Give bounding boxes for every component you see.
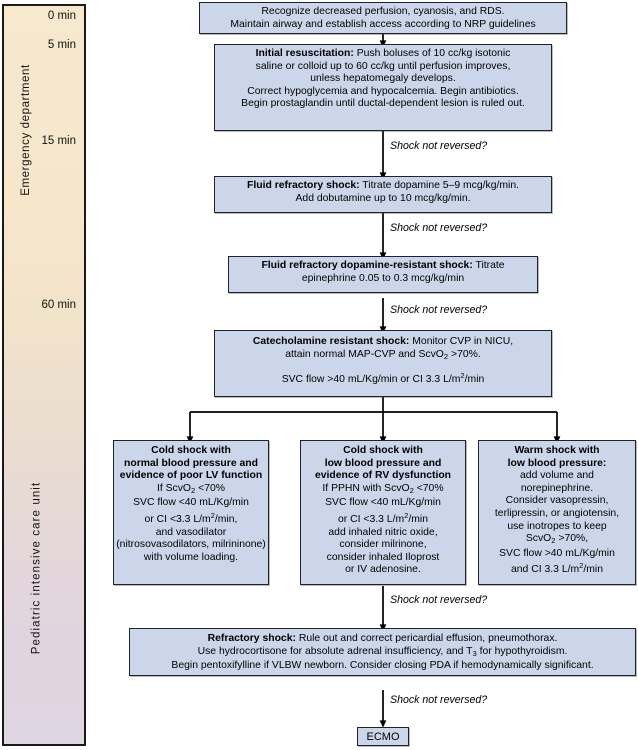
catecholamine-heading: Catecholamine resistant shock: [252,336,410,347]
initial-resuscitation-line-1: Initial resuscitation: Push boluses of 1… [220,48,546,61]
cold-normal-h1: Cold shock with [151,445,231,456]
initial-resuscitation-heading: Initial resuscitation: [255,48,354,59]
time-marker-3: 60 min [41,299,76,311]
cold-low-h2: low blood pressure and [324,457,442,469]
cold-low-line-7: or IV adenosine. [345,564,421,576]
initial-resuscitation-line-3: unless hepatomegaly develops. [310,73,456,85]
cold-normal-h3: evidence of poor LV function [119,470,263,482]
cold-normal-line-6: with volume loading. [143,551,239,563]
initial-resuscitation-line-5: Begin prostaglandin until ductal-depende… [241,98,525,110]
warm-line-1: add volume and [520,470,594,482]
phase-label-emergency-department: Emergency department [19,64,32,196]
warm-heading-1: Warm shock with [481,445,633,458]
catecholamine-line-1: Catecholamine resistant shock: Monitor C… [220,336,546,349]
dopamine-resistant-heading-tail: Titrate [475,260,505,271]
cold-low-line-3: or CI <3.3 L/m2/min [338,510,428,525]
initial-resuscitation-box[interactable]: Initial resuscitation: Push boluses of 1… [214,44,552,131]
warm-line-5: use inotropes to keep [507,520,607,532]
cold-low-heading-3: evidence of RV dysfunction [303,470,463,483]
ecmo-box[interactable]: ECMO [357,727,409,746]
fluid-refractory-line-2: Add dobutamine up to 10 mcg/kg/min. [295,192,471,204]
cold-normal-heading-3: evidence of poor LV function [116,470,266,483]
time-marker-2: 15 min [41,135,76,147]
dopamine-resistant-line-1: Fluid refractory dopamine-resistant shoc… [234,260,532,273]
cold-normal-line-5: (nitrosovasodilators, milrininone) [116,539,266,551]
warm-line-4: terlipressin, or angiotensin, [494,507,620,519]
connector-label-1: Shock not reversed? [390,140,488,152]
initial-resuscitation-line-2: saline or colloid up to 60 cc/kg until p… [255,60,511,72]
cold-normal-heading-2: normal blood pressure and [116,458,266,471]
refractory-heading: Refractory shock: [207,633,296,644]
fluid-refractory-shock-box[interactable]: Fluid refractory shock: Titrate dopamine… [214,176,552,213]
connector-label-3: Shock not reversed? [390,304,488,316]
warm-line-2: norepinephrine. [520,482,594,494]
time-marker-1: 5 min [47,39,76,51]
refractory-heading-tail: Rule out and correct pericardial effusio… [298,633,558,644]
refractory-shock-box[interactable]: Refractory shock: Rule out and correct p… [129,628,636,676]
cold-low-line-1: If PPHN with ScvO2 <70% [322,482,444,495]
cold-low-line-2: SVC flow <40 mL/Kg/min [325,497,441,509]
cold-low-line-4: add inhaled nitric oxide, [328,526,438,538]
warm-h1: Warm shock with [514,445,600,456]
catecholamine-spacer [220,363,546,370]
refractory-line-1: Refractory shock: Rule out and correct p… [135,633,630,646]
initial-resuscitation-heading-tail: Push boluses of 10 cc/kg isotonic [356,48,511,59]
warm-line-7: SVC flow >40 mL/Kg/min [499,547,615,559]
timeline-column: Emergency department Pediatric intensive… [2,4,86,746]
cold-normal-line-2: SVC flow <40 mL/Kg/min [133,497,249,509]
catecholamine-heading-tail: Monitor CVP in NICU, [412,336,514,347]
cold-normal-h2: normal blood pressure and [124,457,258,469]
dopamine-resistant-heading: Fluid refractory dopamine-resistant shoc… [261,260,473,271]
catecholamine-line-3: SVC flow >40 mL/Kg/min or CI 3.3 L/m2/mi… [281,371,485,386]
refractory-line-2: Use hydrocortisone for absolute adrenal … [197,645,568,658]
cold-low-h3: evidence of RV dysfunction [314,470,452,482]
warm-line-8: and CI 3.3 L/m2/min [510,561,604,576]
fluid-refractory-heading: Fluid refractory shock: [247,180,360,191]
fluid-refractory-dopamine-resistant-shock-box[interactable]: Fluid refractory dopamine-resistant shoc… [228,256,538,293]
recognize-box[interactable]: Recognize decreased perfusion, cyanosis,… [199,2,567,34]
warm-shock-low-bp-box[interactable]: Warm shock with low blood pressure: add … [478,440,636,585]
cold-low-line-5: consider milrinone, [339,539,427,551]
fluid-refractory-line-1: Fluid refractory shock: Titrate dopamine… [220,180,546,193]
time-marker-0: 0 min [47,10,76,22]
initial-resuscitation-line-4: Correct hypoglycemia and hypocalcemia. B… [247,85,519,97]
refractory-line-3: Begin pentoxifylline if VLBW newborn. Co… [171,660,594,672]
connector-label-5: Shock not reversed? [390,694,488,706]
warm-line-6: ScvO2 >70%, [525,533,589,546]
cold-low-h1: Cold shock with [343,445,423,456]
warm-h2: low blood pressure: [507,457,607,469]
cold-shock-low-bp-box[interactable]: Cold shock with low blood pressure and e… [300,440,466,585]
cold-shock-normal-bp-box[interactable]: Cold shock with normal blood pressure an… [113,440,269,585]
cold-low-heading-2: low blood pressure and [303,458,463,471]
dopamine-resistant-line-2: epinephrine 0.05 to 0.3 mcg/kg/min [301,272,465,284]
phase-label-pediatric-icu: Pediatric intensive care unit [30,481,43,655]
cold-low-line-6: consider inhaled Iloprost [326,551,440,563]
cold-normal-line-3: or CI <3.3 L/m2/min, [144,510,238,525]
cold-low-heading-1: Cold shock with [303,445,463,458]
cold-normal-heading-1: Cold shock with [116,445,266,458]
catecholamine-resistant-shock-box[interactable]: Catecholamine resistant shock: Monitor C… [214,330,552,397]
connector-label-4: Shock not reversed? [390,594,488,606]
recognize-line-2: Maintain airway and establish access acc… [230,18,536,30]
cold-normal-line-1: If ScvO2 <70% [156,482,226,495]
connector-label-2: Shock not reversed? [390,222,488,234]
cold-normal-line-4: and vasodilator [155,526,227,538]
recognize-line-1: Recognize decreased perfusion, cyanosis,… [261,6,505,17]
ecmo-label: ECMO [366,731,400,743]
warm-heading-2: low blood pressure: [481,458,633,471]
warm-line-3: Consider vasopressin, [505,495,609,507]
catecholamine-line-2: attain normal MAP-CVP and ScvO2 >70%. [285,348,481,361]
fluid-refractory-heading-tail: Titrate dopamine 5–9 mcg/kg/min. [362,180,519,191]
